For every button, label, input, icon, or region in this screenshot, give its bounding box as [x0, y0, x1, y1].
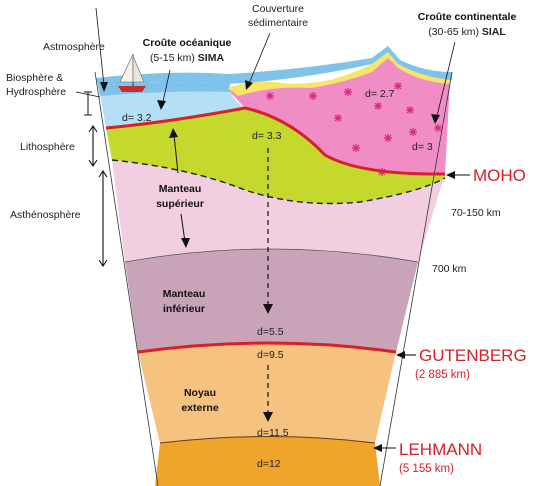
sailboat-icon — [118, 53, 146, 92]
sedimentary-label-line1: Couverture — [252, 3, 304, 15]
density-continental-bottom: d= 3 — [412, 141, 433, 153]
density-inner-core-top: d=12 — [257, 458, 281, 470]
density-lower-mantle-bottom: d=5.5 — [257, 326, 284, 338]
continental-crust-title: Croûte continentale — [418, 11, 517, 23]
atmosphere-arrowhead — [100, 82, 108, 92]
upper-mantle-arrows — [173, 134, 186, 243]
upper-mantle-arrow-up — [169, 128, 178, 138]
oceanic-crust-title: Croûte océanique — [143, 37, 232, 49]
asthenosphere-bracket — [98, 170, 108, 267]
ocean-layer — [98, 82, 230, 96]
biosphere-bracket — [84, 91, 92, 116]
lithosphere-base-line — [111, 159, 446, 205]
density-continental-top: d= 2.7 — [365, 88, 395, 100]
lehmann-label: LEHMANN — [399, 440, 482, 459]
gutenberg-depth-label: (2 885 km) — [415, 369, 470, 381]
gutenberg-label: GUTENBERG — [419, 346, 527, 365]
biosphere-label-line1: Biosphère & — [6, 72, 63, 84]
asthenosphere-depth-label: 70-150 km — [451, 207, 501, 219]
sedimentary-cover — [228, 52, 450, 96]
outer-core-label-line1: Noyau — [184, 387, 216, 399]
cone-right-edge — [379, 71, 453, 486]
lithospheric-mantle-layer — [106, 108, 445, 204]
sediment-arrowhead — [245, 80, 253, 90]
density-oceanic-crust: d= 3.2 — [122, 112, 152, 124]
biosphere-label-line2: Hydrosphère — [6, 86, 66, 98]
sedimentary-label-line2: sédimentaire — [248, 17, 308, 29]
leader-lines — [75, 7, 456, 121]
continental-arrowhead — [431, 114, 440, 124]
lower-mantle-label-line2: inférieur — [163, 303, 205, 315]
upper-mantle-label-line2: supérieur — [156, 198, 204, 210]
moho-pointer-head — [446, 171, 455, 179]
continental-crust-detail-line: (30-65 km) SIAL — [428, 26, 506, 38]
lehmann-line — [159, 436, 376, 444]
continental-crust-detail: (30-65 km) — [428, 26, 479, 38]
mantle-boundary-line — [124, 248, 419, 263]
density-outer-core-top: d=9.5 — [257, 349, 284, 361]
density-upper-mantle-top: d= 3.3 — [252, 130, 282, 142]
moho-label: MOHO — [473, 166, 526, 185]
lithosphere-bracket — [88, 125, 98, 167]
atmosphere-layer — [96, 46, 452, 86]
lower-mantle-depth-label: 700 km — [432, 263, 467, 275]
upper-mantle-label-line1: Manteau — [159, 183, 202, 195]
atmosphere-label: Astmosphère — [43, 41, 105, 53]
inner-core-layer — [155, 436, 380, 486]
oceanic-crust-code: SIMA — [198, 52, 225, 64]
asthenosphere-label: Asthénosphère — [10, 209, 81, 221]
lehmann-depth-label: (5 155 km) — [399, 463, 454, 475]
lower-mantle-layer — [125, 249, 418, 352]
outer-core-layer — [138, 343, 396, 443]
moho-line — [105, 106, 446, 176]
density-arrow-head-1 — [263, 304, 273, 314]
oceanic-arrowhead — [157, 100, 166, 110]
lower-mantle-label-line1: Manteau — [163, 288, 206, 300]
density-arrow-head-2 — [263, 412, 273, 422]
lithosphere-label: Lithosphère — [20, 141, 75, 153]
outer-core-label-line2: externe — [181, 402, 219, 414]
gutenberg-pointer-head — [396, 351, 405, 359]
oceanic-crust-detail-line: (5-15 km) SIMA — [150, 52, 225, 64]
oceanic-crust-detail: (5-15 km) — [150, 52, 195, 64]
upper-mantle-arrow-down — [181, 238, 190, 248]
lehmann-pointer-head — [373, 444, 382, 452]
density-outer-core-bottom: d=11.5 — [257, 427, 289, 439]
gutenberg-line — [137, 341, 397, 354]
continental-crust-code: SIAL — [482, 26, 507, 38]
cone-left-edge — [94, 71, 159, 486]
oceanic-crust-layer — [100, 89, 245, 128]
